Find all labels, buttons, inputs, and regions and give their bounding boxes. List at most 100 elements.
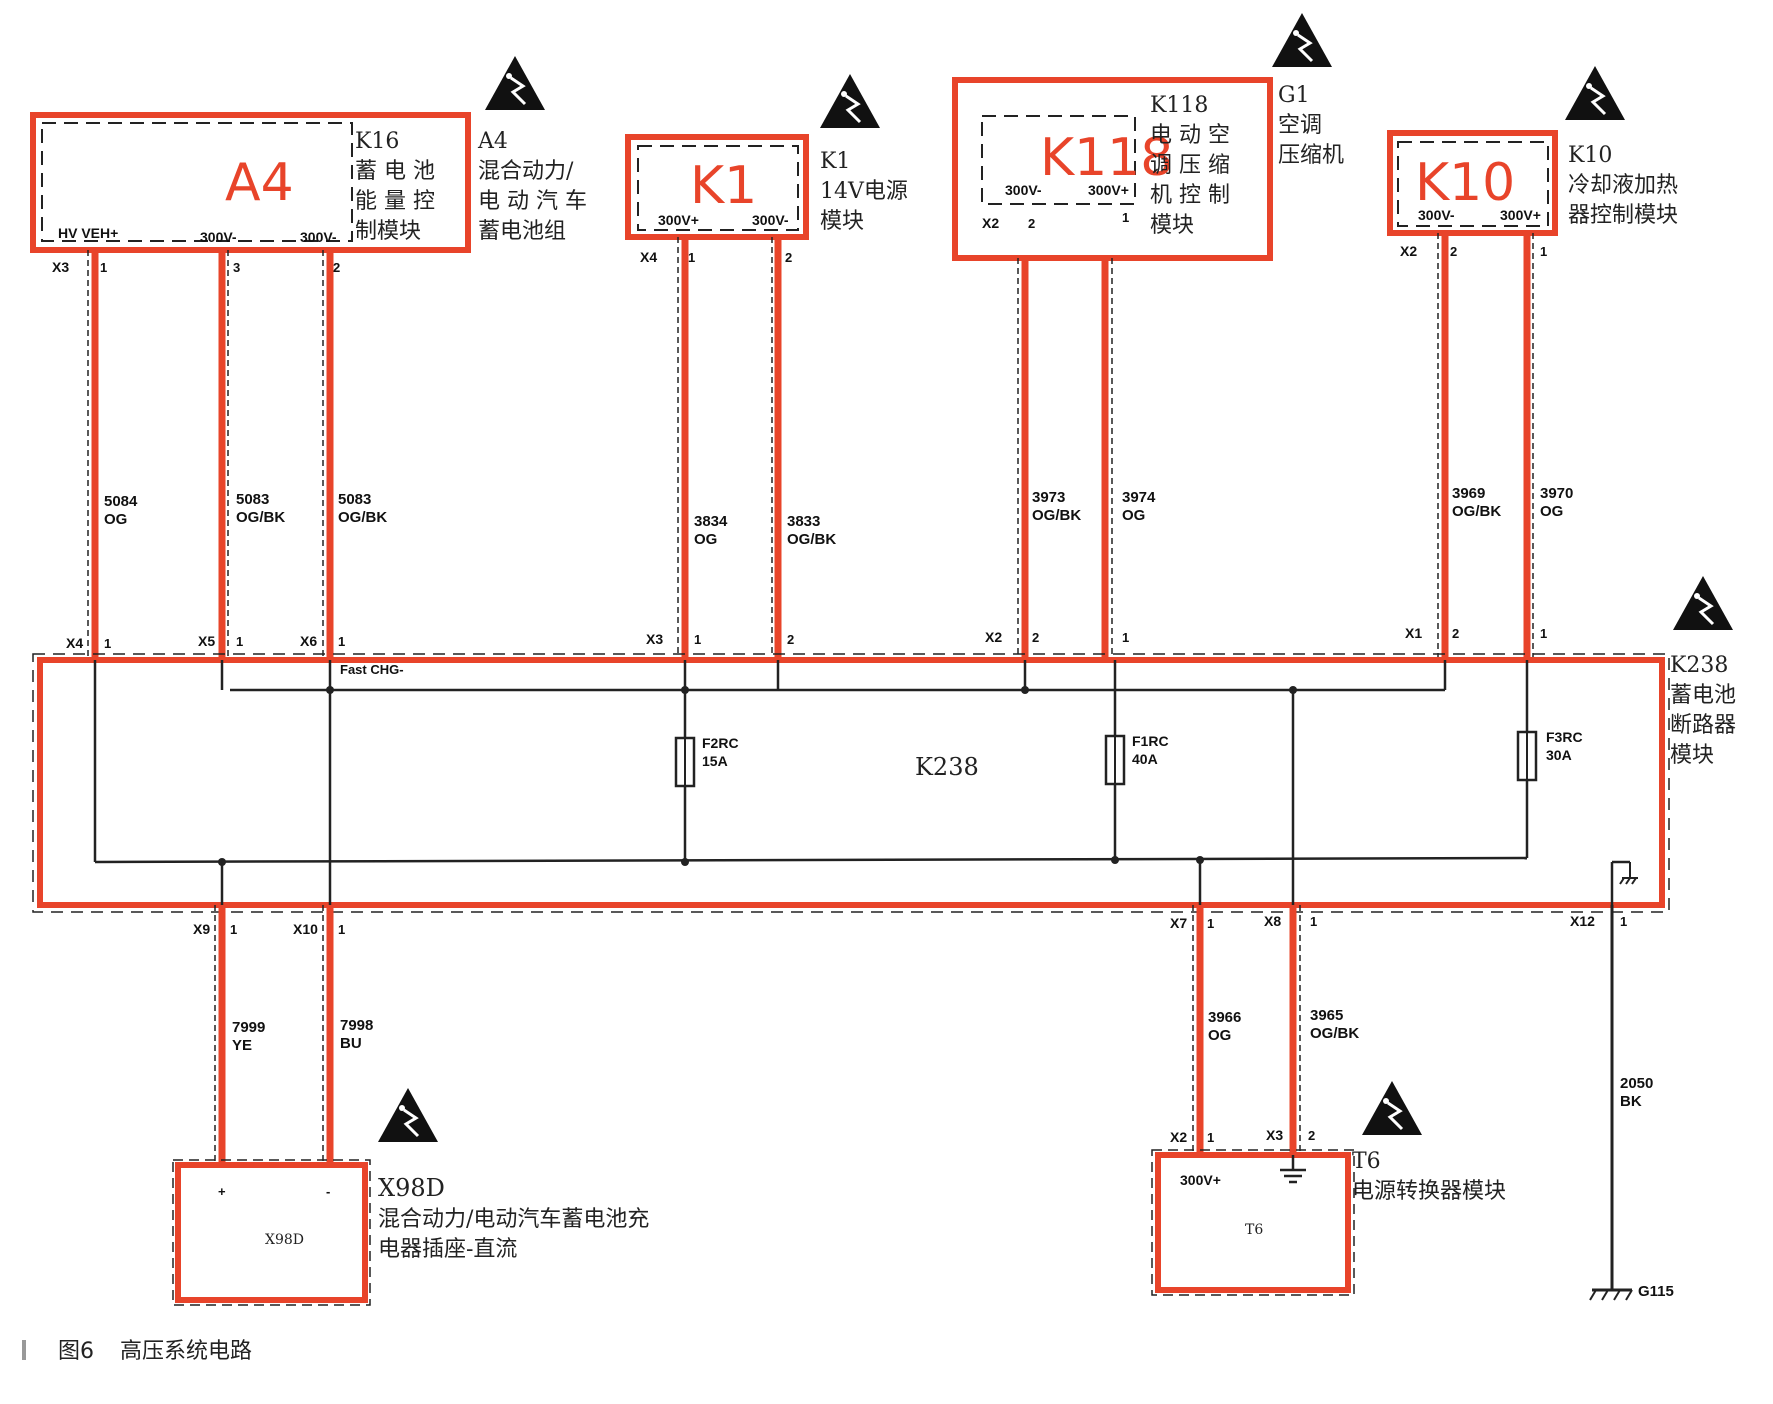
k238-conn-x6: X6 xyxy=(300,633,317,649)
k10-desc-2: 器控制模块 xyxy=(1568,203,1678,228)
fuse-f1rc: F1RC 40A xyxy=(1104,733,1169,786)
wire-color-3833: OG/BK xyxy=(787,531,836,548)
wire-color-5083b: OG/BK xyxy=(338,509,387,526)
wire-color-5083a: OG/BK xyxy=(236,509,285,526)
k238-conn-x4: X4 xyxy=(66,635,83,651)
k10-conn: X2 xyxy=(1400,243,1417,259)
k10-pin-300vminus: 300V- xyxy=(1418,207,1455,223)
caption-title: 高压系统电路 xyxy=(120,1339,252,1364)
k1-pin-num-1: 1 xyxy=(688,250,695,265)
fuse-f1rc-rating: 40A xyxy=(1132,751,1158,767)
wire-color-3973: OG/BK xyxy=(1032,507,1081,524)
wire-label-5084: 5084 xyxy=(104,493,138,510)
x98d-hv-warning-icon xyxy=(376,1086,440,1144)
k238-conn-x12: X12 xyxy=(1570,913,1595,929)
wire-label-3966: 3966 xyxy=(1208,1009,1241,1026)
k238-pin-x2-1: 1 xyxy=(1122,630,1129,645)
a4-conn: X3 xyxy=(52,259,69,275)
t6-inner-label: T6 xyxy=(1245,1222,1263,1238)
a4-hv-warning-icon xyxy=(483,54,547,112)
k1-pin-300vminus: 300V- xyxy=(752,212,789,228)
a4-outer-desc-3: 蓄电池组 xyxy=(478,219,566,244)
k238-hv-warning-icon xyxy=(1671,574,1735,632)
k238-conn-x2: X2 xyxy=(985,629,1002,645)
wire-color-3970: OG xyxy=(1540,503,1563,520)
k1-conn: X4 xyxy=(640,249,657,265)
k238-conn-x5: X5 xyxy=(198,633,215,649)
wire-label-7999: 7999 xyxy=(232,1019,265,1036)
a4-desc-2: 能 量 控 xyxy=(355,189,435,214)
k118-code: K118 xyxy=(1150,93,1208,118)
k1-code: K1 xyxy=(820,149,850,174)
k10-pin-num-2: 2 xyxy=(1450,244,1457,259)
k118-hv-warning-icon xyxy=(1270,11,1334,69)
bottom-wire-dashes xyxy=(214,905,1301,1165)
wire-color-2050: BK xyxy=(1620,1093,1642,1110)
t6-desc: 电源转换器模块 xyxy=(1352,1179,1506,1204)
bottom-wires xyxy=(218,905,1297,1165)
fuse-f2rc-rating: 15A xyxy=(702,753,728,769)
wire-color-3834: OG xyxy=(694,531,717,548)
bottom-connector-labels: X9 1 X10 1 X7 1 X8 1 X12 1 7999 YE 7998 … xyxy=(193,913,1653,1110)
t6-code: T6 xyxy=(1352,1149,1381,1174)
a4-big-label: A4 xyxy=(225,153,294,213)
g1-code: G1 xyxy=(1278,83,1310,108)
t6-pin-x3: 2 xyxy=(1308,1128,1315,1143)
t6-pin-x2: 1 xyxy=(1207,1130,1214,1145)
k118-pin-300vplus: 300V+ xyxy=(1088,182,1129,198)
x98d-desc-1: 混合动力/电动汽车蓄电池充 xyxy=(378,1207,649,1232)
k118-pin-300vminus: 300V- xyxy=(1005,182,1042,198)
k118-desc-3: 机 控 制 xyxy=(1150,183,1230,208)
k238-pin-x1-1: 1 xyxy=(1540,626,1547,641)
k238-fast-chg-label: Fast CHG- xyxy=(340,662,404,677)
k10-desc-1: 冷却液加热 xyxy=(1568,173,1678,198)
top-wire-labels: 5084 OG 5083 OG/BK 5083 OG/BK 3834 OG 38… xyxy=(104,485,1573,548)
wire-label-7998: 7998 xyxy=(340,1017,373,1034)
k238-conn-x8: X8 xyxy=(1264,913,1281,929)
k118-desc-2: 调 压 缩 xyxy=(1150,153,1230,178)
wire-color-3966: OG xyxy=(1208,1027,1231,1044)
k1-big-label: K1 xyxy=(690,156,757,216)
k238-pin-x8: 1 xyxy=(1310,914,1317,929)
wire-label-3973: 3973 xyxy=(1032,489,1065,506)
module-k118: K118 300V- 300V+ K118 电 动 空 调 压 缩 机 控 制 … xyxy=(952,11,1344,261)
k238-conn-x3: X3 xyxy=(646,631,663,647)
k10-pin-300vplus: 300V+ xyxy=(1500,207,1541,223)
t6-hv-warning-icon xyxy=(1360,1079,1424,1137)
k238-conn-x7: X7 xyxy=(1170,915,1187,931)
fuse-f1rc-name: F1RC xyxy=(1132,733,1169,749)
module-a4: A4 K16 蓄 电 池 能 量 控 制模块 A4 混合动力/ 电 动 汽 车 … xyxy=(30,54,587,275)
k1-desc-2: 模块 xyxy=(820,209,864,234)
fuse-f3rc-rating: 30A xyxy=(1546,747,1572,763)
a4-desc-1: 蓄 电 池 xyxy=(355,159,435,184)
k238-pin-x6: 1 xyxy=(338,634,345,649)
g1-desc-1: 空调 xyxy=(1278,113,1322,138)
wire-color-3965: OG/BK xyxy=(1310,1025,1359,1042)
k238-conn-x1: X1 xyxy=(1405,625,1422,641)
k238-pin-x3-1: 1 xyxy=(694,632,701,647)
k238-conn-x9: X9 xyxy=(193,921,210,937)
a4-pin-num-3: 3 xyxy=(233,260,240,275)
k1-pin-300vplus: 300V+ xyxy=(658,212,699,228)
x98d-desc-2: 电器插座-直流 xyxy=(378,1237,517,1262)
k238-desc-1: 蓄电池 xyxy=(1670,683,1736,708)
wire-color-3974: OG xyxy=(1122,507,1145,524)
k1-hv-warning-icon xyxy=(818,72,882,130)
ground-g115-label: G115 xyxy=(1638,1283,1674,1300)
k238-center-label: K238 xyxy=(915,753,979,781)
fuse-f3rc: F3RC 30A xyxy=(1516,729,1583,782)
t6-conn-x2: X2 xyxy=(1170,1129,1187,1145)
x98d-pin-minus: - xyxy=(326,1184,330,1199)
wire-color-3969: OG/BK xyxy=(1452,503,1501,520)
t6-ground-icon xyxy=(1280,1155,1306,1184)
x98d-code: X98D xyxy=(378,1174,445,1202)
module-k10: K10 300V- 300V+ K10 冷却液加热 器控制模块 X2 2 1 xyxy=(1387,64,1678,259)
top-wires xyxy=(91,233,1531,660)
t6-conn-x3: X3 xyxy=(1266,1127,1283,1143)
a4-pin-300v-a: 300V- xyxy=(200,229,237,245)
k238-chassis-ground-icon xyxy=(1619,862,1638,885)
k238-pin-x9: 1 xyxy=(230,922,237,937)
a4-pin-300v-b: 300V- xyxy=(300,229,337,245)
wire-label-2050: 2050 xyxy=(1620,1075,1653,1092)
a4-code: K16 xyxy=(355,129,399,154)
